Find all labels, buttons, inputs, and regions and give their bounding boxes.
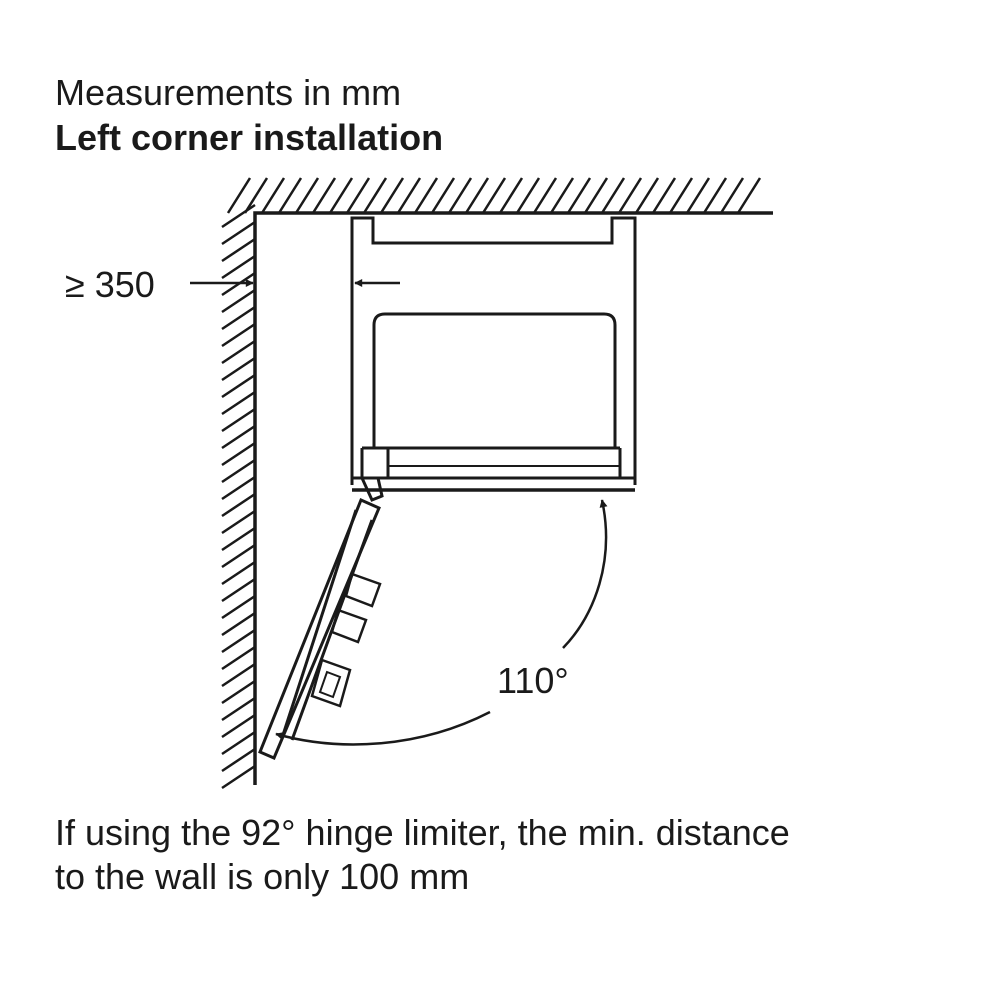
left-wall-hatch [221,203,256,790]
measurement-units-label: Measurements in mm [55,72,402,113]
angle-arc [275,499,608,746]
min-clearance-label: ≥ 350 [65,264,155,305]
ceiling-hatch [226,177,762,214]
door-angle-label: 110° [497,660,569,701]
wall-face [253,211,773,785]
open-door [258,497,382,760]
appliance-body [350,216,637,492]
door-hinge [360,477,384,502]
diagram-title: Left corner installation [55,117,444,158]
hinge-limiter-note-line-2: to the wall is only 100 mm [55,856,470,897]
hinge-limiter-note-line-1: If using the 92° hinge limiter, the min.… [55,812,790,853]
wall-hatching [221,177,762,790]
